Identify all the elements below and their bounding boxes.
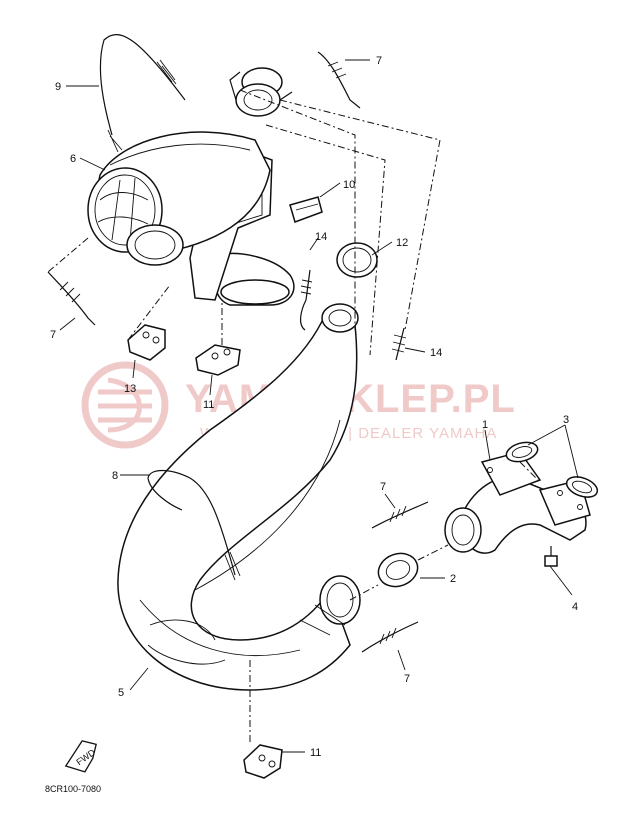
fwd-arrow-icon: FWD xyxy=(64,740,97,773)
damper-10 xyxy=(289,196,323,223)
watermark-logo xyxy=(81,361,169,449)
callout-11-upper: 11 xyxy=(203,399,214,411)
callout-2: 2 xyxy=(450,573,456,585)
callout-7-bottom: 7 xyxy=(404,673,410,685)
callout-13: 13 xyxy=(124,383,136,395)
callout-14-lower: 14 xyxy=(430,347,442,359)
callout-8: 8 xyxy=(112,470,118,482)
gaskets-3 xyxy=(505,441,599,498)
spring-7-middle xyxy=(371,501,429,529)
callout-7-left: 7 xyxy=(50,329,56,341)
mount-11-upper xyxy=(195,344,241,376)
callout-6: 6 xyxy=(70,153,76,165)
alignment-lines xyxy=(47,89,541,745)
callout-11-lower: 11 xyxy=(310,747,321,759)
ring-2 xyxy=(377,552,419,588)
spring-7-bottom xyxy=(361,621,419,653)
callout-7-middle: 7 xyxy=(380,481,386,493)
mount-13 xyxy=(127,324,166,361)
o-ring-12 xyxy=(336,242,378,278)
exhaust-pipe-5 xyxy=(117,303,361,691)
callout-7-top: 7 xyxy=(376,55,382,67)
diagram-code: 8CR100-7080 xyxy=(45,784,101,794)
callout-1: 1 xyxy=(482,419,488,431)
wire-strap-8 xyxy=(147,469,241,581)
callout-5: 5 xyxy=(118,687,124,699)
callout-labels: 9 6 7 10 12 14 14 7 13 11 8 1 3 2 4 7 7 … xyxy=(50,55,578,759)
spring-7-left xyxy=(47,271,96,326)
spring-14-lower xyxy=(391,327,407,361)
callout-9: 9 xyxy=(55,81,61,93)
callout-14-upper: 14 xyxy=(315,231,327,243)
callout-10: 10 xyxy=(343,179,355,191)
bolt-4 xyxy=(544,546,558,567)
header-pipe-1 xyxy=(444,451,591,554)
wire-strap-9 xyxy=(99,34,186,153)
muffler-body xyxy=(87,131,295,306)
leader-lines xyxy=(59,59,579,753)
mount-11-lower xyxy=(243,744,283,779)
callout-3: 3 xyxy=(563,414,569,426)
callout-12: 12 xyxy=(396,237,408,249)
top-clamp-flange xyxy=(229,67,293,117)
callout-4: 4 xyxy=(572,601,578,613)
spring-14-upper xyxy=(300,269,313,331)
spring-7-top xyxy=(317,51,361,109)
